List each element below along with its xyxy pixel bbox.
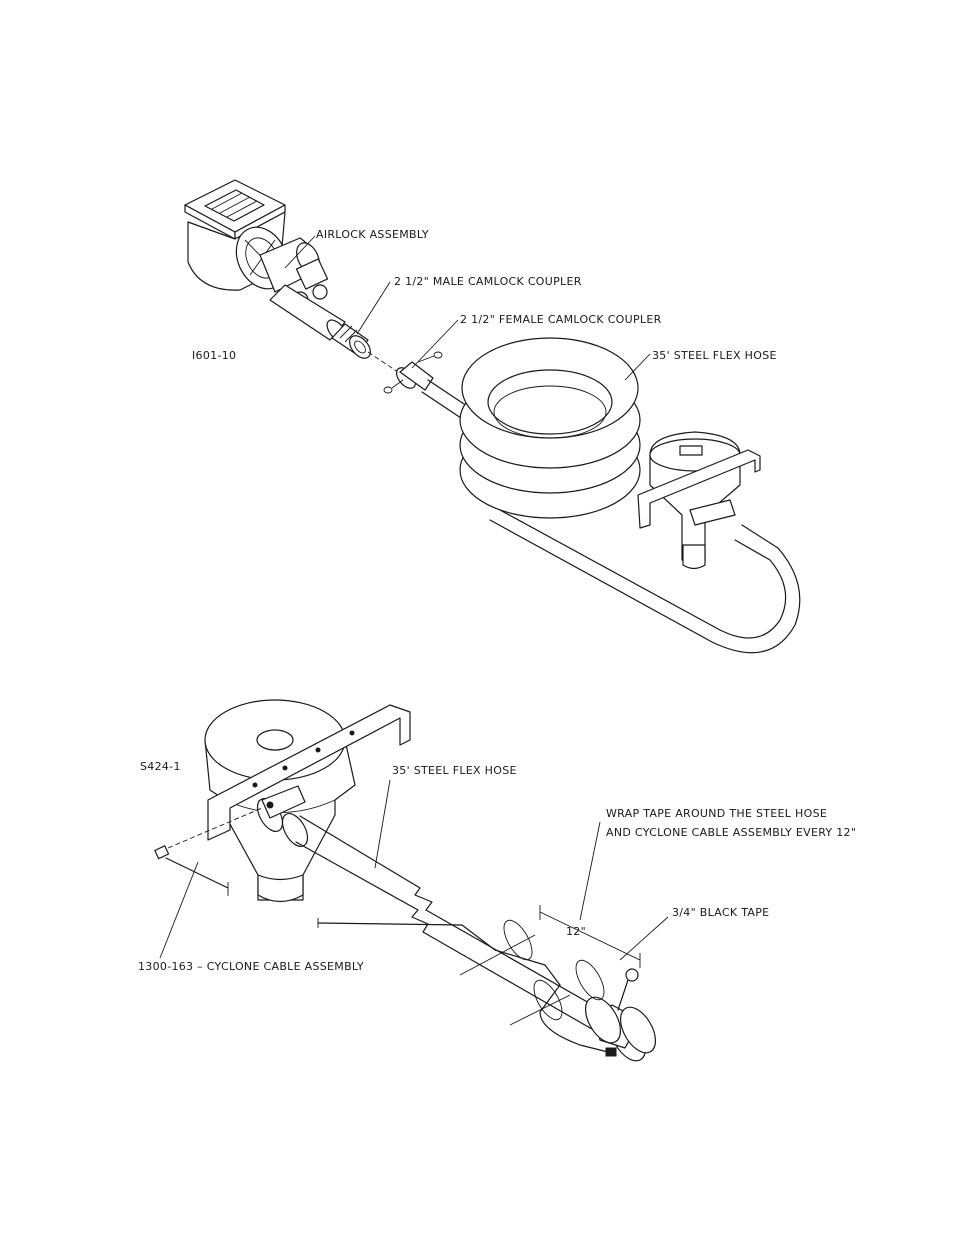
black-tape-label: 3/4" BLACK TAPE <box>672 906 769 919</box>
female-camlock-coupler-drawing <box>384 352 442 393</box>
male-camlock-label: 2 1/2" MALE CAMLOCK COUPLER <box>394 275 582 288</box>
airlock-assembly-label: AIRLOCK ASSEMBLY <box>316 228 429 241</box>
cyclone-cable-assembly-label: 1300-163 – CYCLONE CABLE ASSEMBLY <box>138 960 364 973</box>
coiled-flex-hose-drawing <box>422 338 800 653</box>
female-camlock-label: 2 1/2" FEMALE CAMLOCK COUPLER <box>460 313 662 326</box>
top-drawing-number: I601-10 <box>192 349 236 362</box>
bottom-hose-label: 35' STEEL FLEX HOSE <box>392 764 517 777</box>
wrap-tape-instruction-line2: AND CYCLONE CABLE ASSEMBLY EVERY 12" <box>606 826 856 839</box>
bottom-diagram <box>155 700 663 1067</box>
wrap-tape-instruction-line1: WRAP TAPE AROUND THE STEEL HOSE <box>606 807 827 820</box>
straight-flex-hose-drawing <box>296 816 663 1067</box>
tape-spacing-label: 12" <box>566 925 586 938</box>
cyclone-small-drawing <box>638 432 760 569</box>
top-hose-label: 35' STEEL FLEX HOSE <box>652 349 777 362</box>
bottom-drawing-number: S424-1 <box>140 760 181 773</box>
airlock-assembly-drawing <box>185 180 351 345</box>
cyclone-large-drawing <box>205 700 410 902</box>
coupler-alignment-line <box>368 352 398 372</box>
cyclone-cable-assembly-drawing <box>155 808 616 1056</box>
top-diagram <box>185 180 800 653</box>
tape-spacing-dimension <box>540 905 640 968</box>
